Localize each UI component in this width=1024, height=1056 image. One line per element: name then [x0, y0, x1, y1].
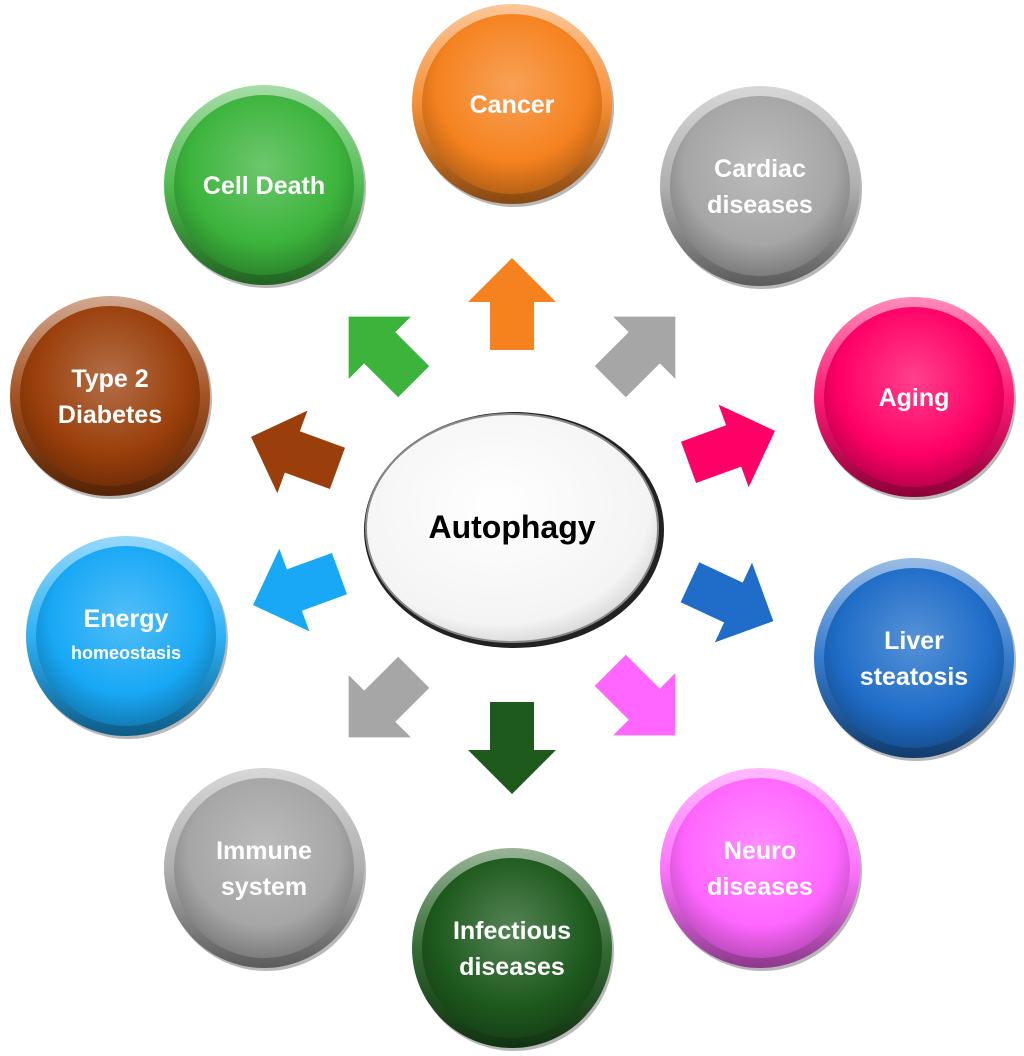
- node-label-energy-homeostasis-line-1: Energy: [84, 605, 169, 633]
- arrow-to-cell-death: [348, 316, 430, 398]
- node-label-cardiac-diseases-line-2: diseases: [707, 191, 813, 219]
- node-label-neuro-diseases-line-1: Neuro: [724, 837, 796, 865]
- arrow-to-cardiac-diseases: [594, 316, 676, 398]
- node-label-cancer-line-1: Cancer: [470, 91, 555, 119]
- node-label-liver-steatosis-line-1: Liver: [884, 627, 944, 655]
- arrow-to-infectious-diseases: [468, 702, 556, 794]
- node-disc: [36, 546, 216, 726]
- arrow-to-liver-steatosis: [680, 562, 774, 643]
- node-label-energy-homeostasis-line-2: homeostasis: [71, 643, 181, 663]
- node-label-aging-line-1: Aging: [879, 384, 950, 412]
- node-cancer: Cancer: [412, 4, 614, 207]
- node-label-neuro-diseases-line-2: diseases: [707, 873, 813, 901]
- node-infectious-diseases: Infectious diseases: [412, 848, 614, 1051]
- arrow-to-energy-homeostasis: [253, 548, 347, 632]
- node-disc: [20, 306, 200, 486]
- node-label-immune-system-line-2: system: [221, 873, 307, 901]
- arrows-layer: [251, 258, 775, 794]
- node-disc: [670, 96, 850, 276]
- node-disc: [422, 858, 602, 1038]
- node-neuro-diseases: Neuro diseases: [660, 768, 862, 971]
- node-aging: Aging: [814, 297, 1016, 500]
- node-disc: [824, 568, 1004, 748]
- arrow-to-aging: [681, 404, 775, 488]
- node-type-2-diabetes: Type 2 Diabetes: [10, 296, 212, 499]
- node-label-infectious-diseases-line-1: Infectious: [453, 917, 571, 945]
- node-energy-homeostasis: Energy homeostasis: [26, 536, 228, 739]
- center-ellipse: [365, 413, 659, 643]
- node-label-immune-system-line-1: Immune: [216, 837, 312, 865]
- node-label-type-2-diabetes-line-1: Type 2: [71, 365, 148, 393]
- node-label-infectious-diseases-line-2: diseases: [459, 953, 565, 981]
- node-label-liver-steatosis-line-2: steatosis: [860, 663, 968, 691]
- node-disc: [670, 778, 850, 958]
- node-cell-death: Cell Death: [164, 85, 366, 288]
- node-cardiac-diseases: Cardiac diseases: [660, 86, 862, 289]
- node-label-type-2-diabetes-line-2: Diabetes: [58, 401, 162, 429]
- node-label-cell-death-line-1: Cell Death: [203, 172, 325, 200]
- center-label: Autophagy: [428, 509, 595, 545]
- arrow-to-immune-system: [348, 656, 430, 738]
- node-disc: [824, 307, 1004, 487]
- node-disc: [174, 95, 354, 275]
- node-disc: [174, 778, 354, 958]
- node-liver-steatosis: Liver steatosis: [814, 558, 1016, 761]
- arrow-to-cancer: [468, 258, 556, 350]
- nodes-layer: CancerCardiacdiseasesAgingLiversteatosis…: [10, 4, 1016, 1051]
- node-disc: [422, 14, 602, 194]
- node-label-cardiac-diseases-line-1: Cardiac: [714, 155, 806, 183]
- arrow-to-type-2-diabetes: [251, 410, 345, 494]
- node-immune-system: Immune system: [164, 768, 366, 971]
- arrow-to-neuro-diseases: [594, 654, 676, 736]
- center-node: Autophagy: [364, 412, 664, 648]
